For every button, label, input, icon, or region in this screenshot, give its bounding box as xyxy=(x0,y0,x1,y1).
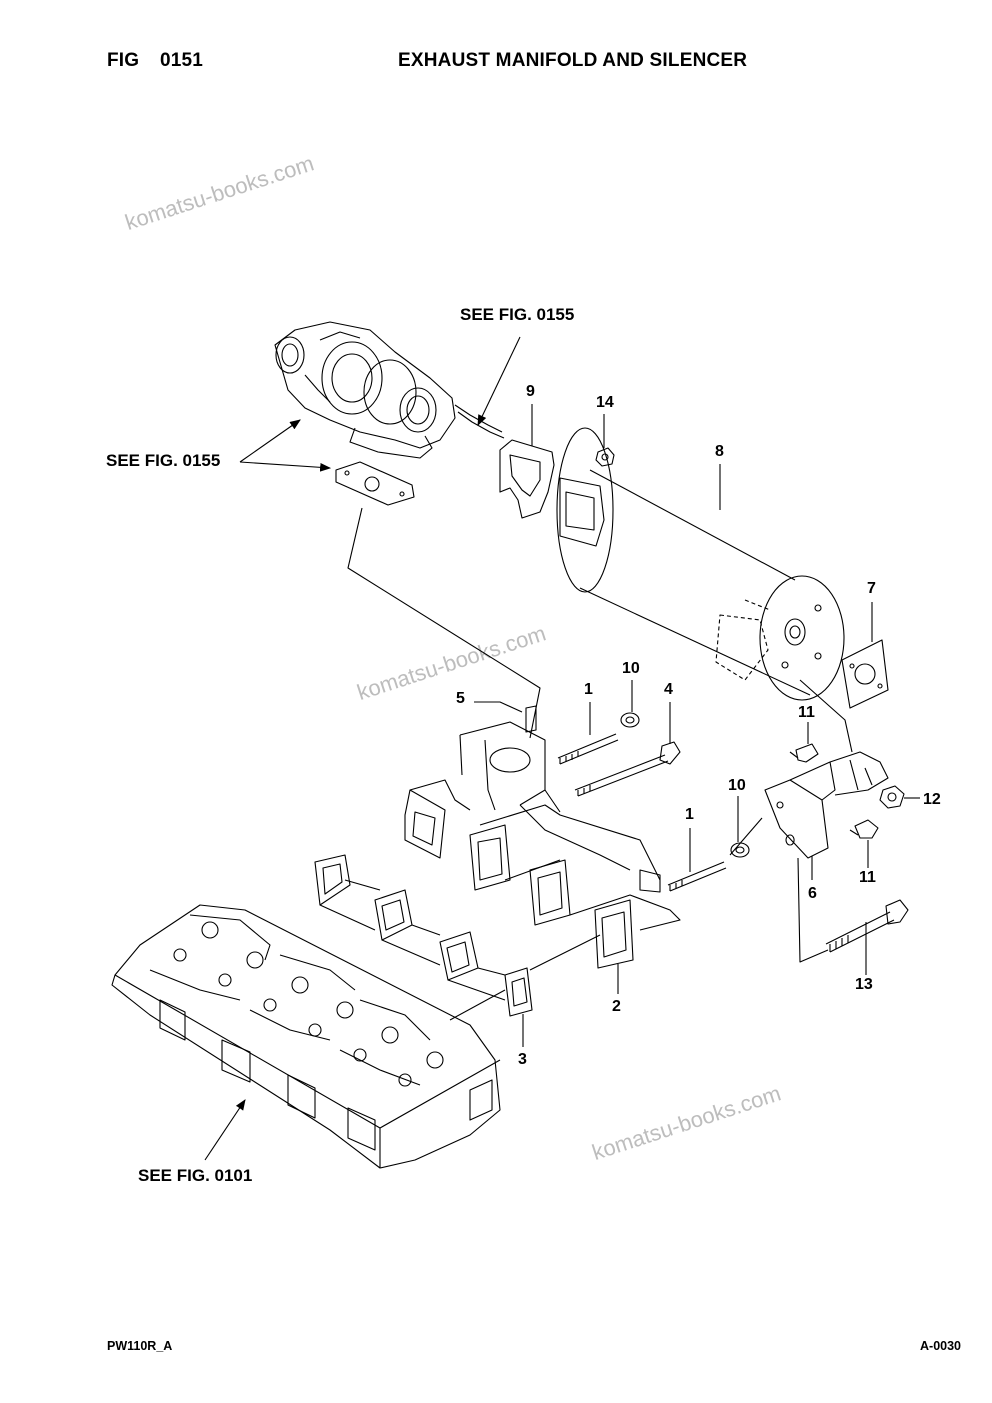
callout-see-fig-0101: SEE FIG. 0101 xyxy=(138,1166,253,1185)
cylinder-head xyxy=(111,904,501,1169)
arrow-see-0101 xyxy=(204,1099,246,1161)
gasket-9 xyxy=(499,439,555,519)
leader-line-turbo-to-manifold xyxy=(347,507,541,739)
part-number-12: 12 xyxy=(923,791,941,808)
nut-10-top xyxy=(620,712,640,728)
part-number-3: 3 xyxy=(518,1051,527,1068)
part-number-11-bottom: 11 xyxy=(859,869,876,886)
turbocharger xyxy=(274,321,505,459)
figure-label: FIG xyxy=(107,50,140,71)
part-number-9: 9 xyxy=(526,383,535,400)
figure-number: 0151 xyxy=(160,50,204,71)
stud-1-right xyxy=(667,861,727,892)
part-number-11-top: 11 xyxy=(798,704,815,721)
part-number-13: 13 xyxy=(855,976,873,993)
bolt-4 xyxy=(574,741,681,797)
gasket-7 xyxy=(841,639,889,709)
part-number-8: 8 xyxy=(715,443,724,460)
leader-line-head-to-gasket xyxy=(449,989,506,1021)
callout-see-fig-0155-top: SEE FIG. 0155 xyxy=(460,305,575,324)
footer-page-code: A-0030 xyxy=(920,1339,961,1353)
part-number-10-right: 10 xyxy=(728,777,746,794)
leader-line-gasket-to-manifold xyxy=(529,934,601,971)
arrow-see-0155-left-b xyxy=(239,461,332,472)
part-number-1-right: 1 xyxy=(685,806,694,823)
part-number-14: 14 xyxy=(596,394,614,411)
leader-5 xyxy=(474,701,523,713)
stud-1-top xyxy=(557,733,619,765)
bracket-6 xyxy=(764,751,889,859)
part-number-5: 5 xyxy=(456,690,465,707)
leader-line-stud-to-bracket xyxy=(729,817,763,856)
dowel-5 xyxy=(525,705,537,733)
part-number-4: 4 xyxy=(664,681,673,698)
part-number-6: 6 xyxy=(808,885,817,902)
silencer xyxy=(556,427,845,701)
leader-line-silencer-to-bracket xyxy=(799,679,853,753)
bolt-11-bottom xyxy=(849,819,879,839)
arrow-see-0155-left-a xyxy=(239,419,301,463)
manifold-gasket xyxy=(314,854,533,1017)
part-number-10-top: 10 xyxy=(622,660,640,677)
nut-14 xyxy=(595,447,615,467)
nut-12 xyxy=(879,785,905,809)
page-title: EXHAUST MANIFOLD AND SILENCER xyxy=(398,50,748,71)
exhaust-manifold xyxy=(404,721,681,969)
bolt-11-top xyxy=(789,743,819,763)
turbo-gasket xyxy=(335,461,415,506)
part-number-1-top: 1 xyxy=(584,681,593,698)
part-number-7: 7 xyxy=(867,580,876,597)
part-number-2: 2 xyxy=(612,998,621,1015)
footer-model: PW110R_A xyxy=(107,1339,173,1353)
bolt-13 xyxy=(825,899,909,953)
callout-see-fig-0155-left: SEE FIG. 0155 xyxy=(106,451,221,470)
leader-line-bracket-to-bolt13 xyxy=(797,857,829,963)
arrow-see-0155-top xyxy=(477,336,521,426)
